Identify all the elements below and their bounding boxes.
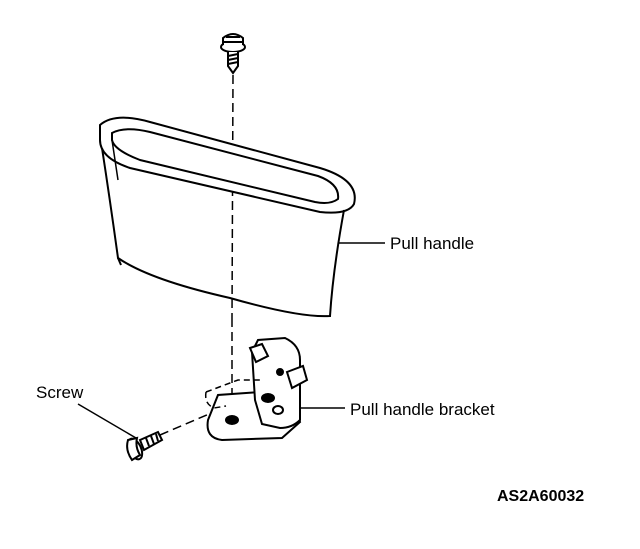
label-pull-handle: Pull handle [390, 234, 474, 253]
label-pull-handle-bracket: Pull handle bracket [350, 400, 495, 419]
pull-handle-part [99, 116, 356, 318]
pull-handle-bracket-part [204, 336, 309, 442]
side-screw [126, 430, 164, 462]
assembly-line-vertical [231, 74, 234, 418]
figure-code: AS2A60032 [497, 488, 584, 505]
label-screw: Screw [36, 383, 84, 402]
screw-leader [77, 403, 137, 439]
top-screw [220, 33, 246, 75]
